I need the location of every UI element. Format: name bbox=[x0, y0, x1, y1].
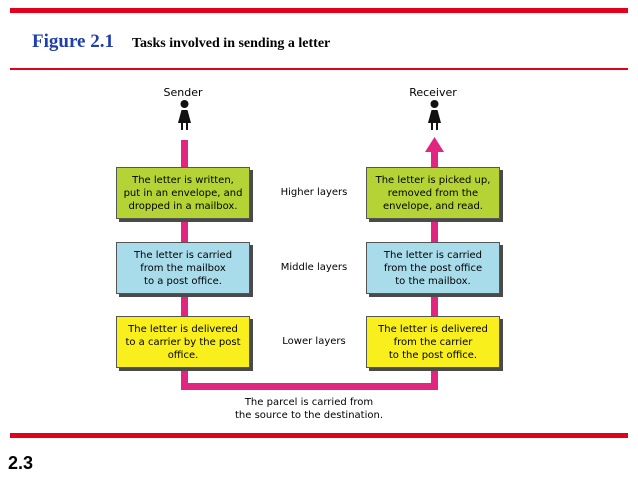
bottom-path bbox=[181, 383, 438, 390]
sender-label: Sender bbox=[163, 86, 203, 99]
middle-layers-label: Middle layers bbox=[280, 262, 348, 273]
receiver-middle-layer-box: The letter is carried from the post offi… bbox=[366, 242, 500, 294]
receiver-label: Receiver bbox=[409, 86, 457, 99]
receiver-arrowhead bbox=[425, 137, 444, 152]
higher-layers-label: Higher layers bbox=[280, 187, 348, 198]
top-red-bar bbox=[10, 8, 628, 13]
receiver-person-icon bbox=[428, 100, 441, 130]
title-rule bbox=[10, 68, 628, 70]
figure-caption: Tasks involved in sending a letter bbox=[132, 36, 331, 51]
lower-layers-label: Lower layers bbox=[282, 336, 346, 347]
sender-middle-layer-box: The letter is carried from the mailbox t… bbox=[116, 242, 250, 294]
parcel-note: The parcel is carried from the source to… bbox=[235, 397, 383, 421]
sender-lower-layer-box: The letter is delivered to a carrier by … bbox=[116, 316, 250, 368]
sender-higher-layer-box: The letter is written, put in an envelop… bbox=[116, 167, 250, 219]
slide-number: 2.3 bbox=[8, 453, 34, 473]
receiver-lower-layer-box: The letter is delivered from the carrier… bbox=[366, 316, 500, 368]
sender-person-icon bbox=[178, 100, 191, 130]
figure-label: Figure 2.1 bbox=[32, 31, 114, 52]
bottom-red-bar bbox=[10, 433, 628, 438]
receiver-higher-layer-box: The letter is picked up, removed from th… bbox=[366, 167, 500, 219]
